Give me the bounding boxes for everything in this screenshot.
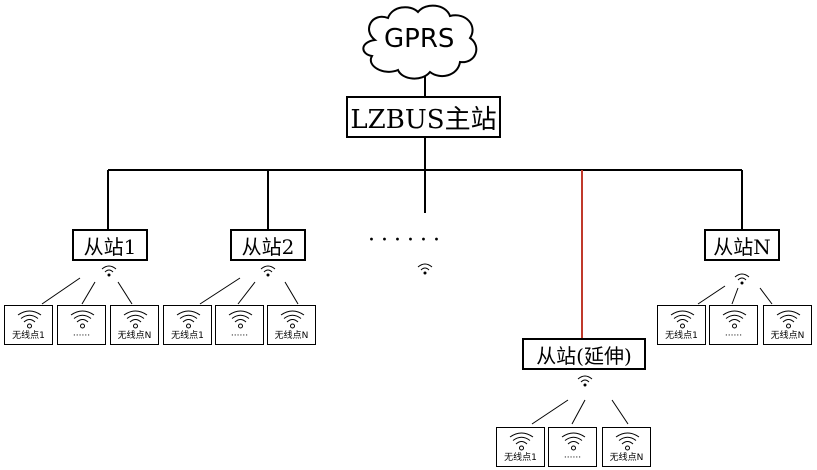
node-label: ······	[563, 453, 582, 463]
slave-station-2: 从站2	[230, 229, 306, 261]
wireless-node: 无线点1	[4, 305, 53, 345]
wireless-node: 无线点N	[110, 305, 159, 345]
signal-icon	[417, 263, 433, 275]
wifi-icon	[509, 432, 534, 451]
node-label: 无线点N	[770, 331, 805, 341]
wifi-icon	[17, 310, 42, 329]
wireless-node: 无线点1	[163, 305, 212, 345]
wireless-node: 无线点1	[496, 427, 545, 467]
wifi-icon	[615, 432, 640, 451]
node-label: 无线点N	[609, 453, 644, 463]
wireless-node: 无线点1	[657, 305, 706, 345]
slave-station-extension: 从站(延伸)	[522, 338, 646, 370]
node-label: 无线点1	[171, 331, 204, 341]
signal-icon	[577, 375, 593, 387]
more-slaves-ellipsis: ······	[368, 228, 446, 253]
wifi-icon	[722, 310, 747, 329]
wifi-icon	[561, 432, 586, 451]
node-label: 无线点1	[665, 331, 698, 341]
gprs-cloud-icon	[362, 4, 478, 80]
slave-station-1: 从站1	[72, 229, 148, 261]
node-label: 无线点1	[12, 331, 45, 341]
wifi-icon	[776, 310, 801, 329]
wifi-icon	[228, 310, 253, 329]
wifi-icon	[670, 310, 695, 329]
signal-icon	[260, 265, 276, 277]
node-label: ······	[724, 331, 743, 341]
wireless-node: ······	[57, 305, 106, 345]
master-station: LZBUS主站	[346, 96, 501, 138]
node-label: 无线点N	[117, 331, 152, 341]
node-label: ······	[230, 331, 249, 341]
gprs-label: GPRS	[384, 24, 455, 54]
wifi-icon	[280, 310, 305, 329]
wireless-node: 无线点N	[763, 305, 812, 345]
node-label: 无线点N	[274, 331, 309, 341]
wireless-node: 无线点N	[267, 305, 316, 345]
signal-icon	[734, 273, 750, 285]
node-label: 无线点1	[504, 453, 537, 463]
wireless-node: ······	[215, 305, 264, 345]
node-label: ······	[72, 331, 91, 341]
wifi-icon	[70, 310, 95, 329]
wireless-node: ······	[548, 427, 597, 467]
wireless-node: 无线点N	[602, 427, 651, 467]
slave-station-n: 从站N	[704, 229, 780, 261]
wifi-icon	[176, 310, 201, 329]
signal-icon	[101, 265, 117, 277]
wireless-node: ······	[709, 305, 758, 345]
wifi-icon	[123, 310, 148, 329]
